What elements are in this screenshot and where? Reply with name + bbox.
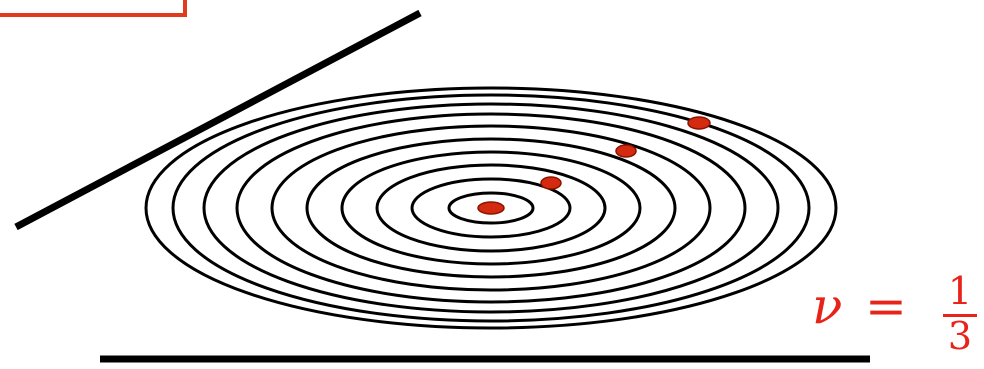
fraction-numerator: 1 [948,269,972,313]
fraction-denominator: 3 [948,314,972,358]
particle-dot-center [478,202,504,214]
particle-dot-4 [688,117,710,129]
equals-sign: = [865,277,907,335]
particle-dot-3 [616,145,636,157]
particle-dot-2 [541,177,561,189]
filling-fraction-equation: ν = 1 3 [812,269,977,358]
nu-symbol: ν [812,277,842,335]
slanted-edge-line [16,13,420,227]
corner-frame [0,0,185,15]
